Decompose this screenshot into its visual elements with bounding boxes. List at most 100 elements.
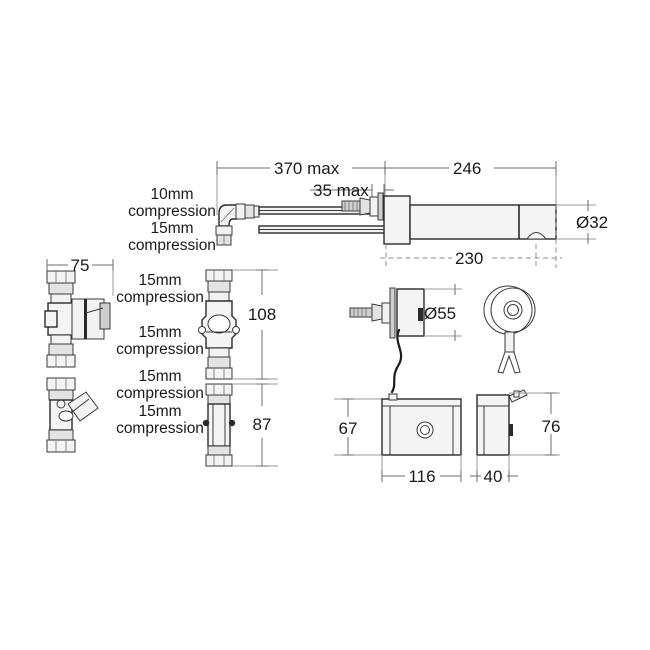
dim-40-text: 40 [484,467,503,486]
label-15mm-compression-5-line1: 15mm [138,403,181,420]
spout-tube [409,204,557,240]
strainer-top-nut-a [46,377,76,391]
valve-bot-nut-a [46,354,76,368]
filter-port-left [202,419,210,427]
spout-barrel [409,204,557,240]
control-box-side-connector [509,424,513,436]
label-15mm-compression-1: 15mm compression [128,220,216,254]
filter-bot-nut-b [207,445,231,456]
mounting-shank [341,192,384,221]
sensor-front-leads [497,351,521,374]
strainer-port-detail [56,399,66,409]
strainer-filter-leg [56,391,99,422]
dimension-230: 230 [380,205,562,268]
isolation-valve: 75 [44,256,114,368]
sensor-front-lens [507,304,519,316]
label-10mm-compression-line1: 10mm [150,186,193,203]
dim-108-text: 108 [248,305,276,324]
label-15mm-compression-2-line2: compression [116,289,204,306]
label-15mm-compression-5: 15mm compression [116,403,204,437]
shank-cone [359,197,371,216]
filter-top-nut-a [205,383,233,396]
solenoid-bot-olive [208,347,230,358]
valve-indicator-line [85,307,104,314]
sensor-lens [418,308,423,321]
label-15mm-compression-1-line1: 15mm [150,220,193,237]
dim-35-max-text: 35 max [313,181,369,200]
valve-bot-olive [50,334,72,345]
dimension-87: 87 [232,383,278,467]
sensor-cable [390,328,403,394]
elbow-nut-b [244,204,255,219]
elbow-nut-a [235,203,246,220]
filter-bot-nut-a [205,454,233,467]
strainer-bot-nut-a [46,439,76,453]
y-strainer [46,377,99,453]
middle-compression-labels: 15mm compression 15mm compression 15mm c… [116,272,204,437]
dim-67-text: 67 [339,419,358,438]
elbow-lower-nut-a [215,225,233,236]
label-15mm-compression-3-line1: 15mm [138,324,181,341]
solenoid-port-left [198,326,206,334]
dimension-35-max: 35 max [310,181,394,200]
valve-handle-block [99,302,111,330]
label-15mm-compression-4: 15mm compression [116,368,204,402]
filter-cartridge-body [207,403,231,447]
strainer-mesh-port [58,410,74,422]
valve-bot-nut-b [48,343,74,356]
strainer-leg-body [67,391,99,422]
filter-port-right [228,419,236,427]
dimension-75: 75 [46,256,114,296]
tap-body-block [383,195,411,245]
inlet-elbow [215,203,260,246]
shank-washer [377,192,384,221]
dimension-246: 246 [385,159,557,178]
control-box-front-tab [388,393,398,401]
dim-370-max-text: 370 max [274,159,340,178]
solenoid-top-olive [208,291,230,302]
valve-stem-bar [84,299,87,339]
dimension-116: 116 [381,455,462,486]
valve-top-nut-a [46,270,76,284]
dim-75-text: 75 [71,256,90,275]
solenoid-port-right [232,326,240,334]
solenoid-valve: 108 [198,269,278,380]
solenoid-bot-nut-a [205,367,233,380]
label-15mm-compression-4-line2: compression [116,385,204,402]
elbow-olive [253,205,260,218]
valve-top-olive [50,293,72,304]
spout-outlet-notch [526,232,548,240]
sensor-side: Ø55 [349,284,462,394]
strainer-bot-nut-b [48,429,74,441]
control-box-front: 67 116 [334,393,462,486]
valve-top-nut-b [48,282,74,295]
dim-dia32-text: Ø32 [576,213,608,232]
label-15mm-compression-5-line2: compression [116,420,204,437]
solenoid-bot-nut-b [207,356,231,369]
control-box-side-body [476,394,510,456]
elbow-hatch [220,207,235,223]
dimension-370-max: 370 max [216,159,386,178]
dim-dia55-text: Ø55 [424,304,456,323]
dimension-40: 40 [470,455,518,486]
dimension-76: 76 [509,392,561,456]
sensor-thread-stud [349,307,373,318]
label-10mm-compression: 10mm compression [128,186,216,220]
shank-collar [369,196,379,217]
control-box-side: 76 40 [470,389,561,486]
label-15mm-compression-3: 15mm compression [116,324,204,358]
dim-76-text: 76 [542,417,561,436]
dim-246-text: 246 [453,159,481,178]
strainer-leg-line [71,398,90,413]
solenoid-coil [207,314,231,334]
sensor-front [483,285,536,374]
valve-cartridge [71,298,105,340]
dimension-67: 67 [334,398,382,456]
label-15mm-compression-3-line2: compression [116,341,204,358]
label-15mm-compression-4-line1: 15mm [138,368,181,385]
inline-filter: 87 [202,383,278,467]
strainer-top-nut-b [48,389,74,401]
dim-116-text: 116 [408,467,435,486]
label-15mm-compression-2-line1: 15mm [138,272,181,289]
